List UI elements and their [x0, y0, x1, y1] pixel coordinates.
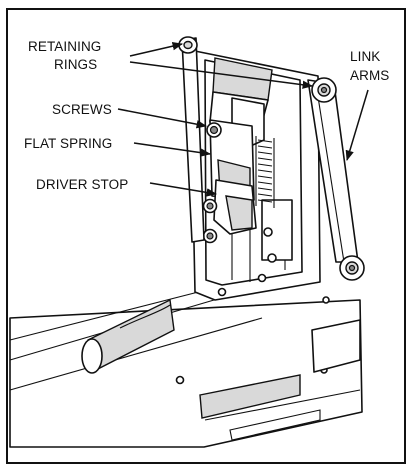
label-link-arms-1: LINK — [350, 49, 380, 64]
roller — [81, 298, 175, 374]
label-driver-stop: DRIVER STOP — [36, 177, 128, 192]
label-link-arms-2: ARMS — [350, 68, 389, 83]
retaining-ring-left — [178, 36, 198, 54]
label-screws: SCREWS — [52, 102, 112, 117]
leader-lines — [117, 42, 369, 197]
bottom-pin — [339, 255, 365, 281]
retaining-ring-right — [311, 77, 337, 103]
driver-assembly — [209, 119, 257, 235]
label-retaining-rings-2: RINGS — [54, 57, 97, 72]
label-flat-spring: FLAT SPRING — [24, 136, 112, 151]
label-retaining-rings-1: RETAINING — [28, 39, 101, 54]
flat-spring — [255, 136, 275, 208]
base-channel — [9, 287, 363, 448]
screws — [202, 122, 222, 244]
